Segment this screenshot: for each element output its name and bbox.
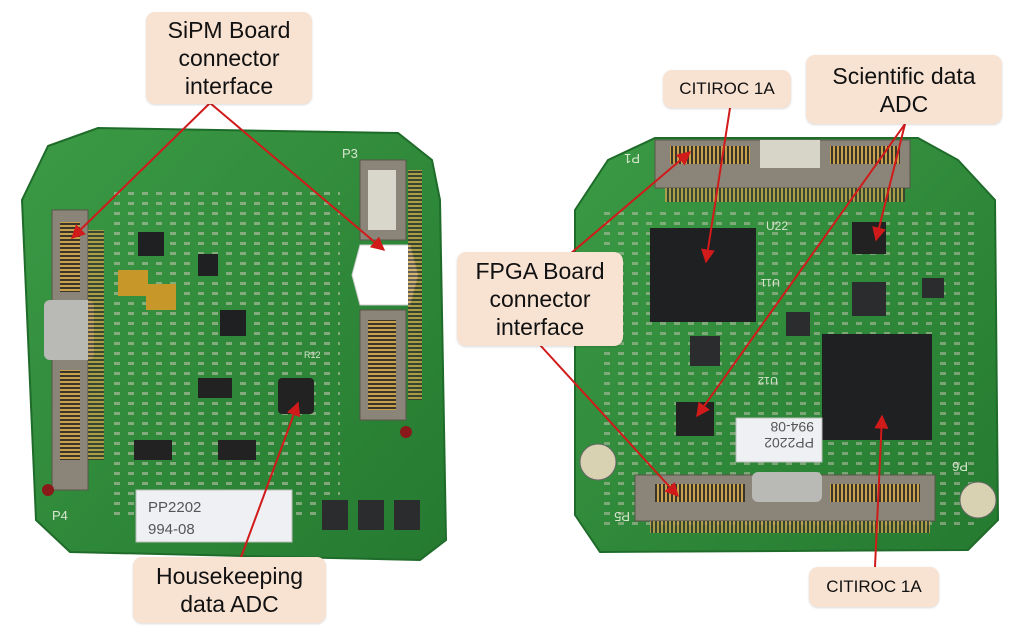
right-sticker-line1: PP2202 bbox=[764, 435, 814, 451]
silk-p4: P4 bbox=[52, 508, 68, 523]
housekeeping-adc-chip bbox=[278, 378, 314, 414]
scientific-adc-chip-2 bbox=[676, 402, 714, 436]
label-scientific-line2: ADC bbox=[879, 90, 929, 117]
label-housekeeping-line2: data ADC bbox=[180, 591, 279, 617]
silk-p1: P1 bbox=[624, 151, 640, 166]
arrow-fpga-bottom bbox=[539, 344, 679, 498]
silk-p6: P6 bbox=[952, 459, 968, 474]
arrow-citiroc-top bbox=[701, 107, 731, 264]
arrow-sipm-right bbox=[209, 102, 386, 251]
label-scientific-adc: Scientific data ADC bbox=[806, 55, 1002, 124]
left-connector-p4 bbox=[44, 209, 104, 491]
label-housekeeping-adc: Housekeeping data ADC bbox=[133, 557, 326, 623]
silk-r12: R12 bbox=[304, 350, 321, 360]
label-citiroc-bottom-text: CITIROC 1A bbox=[826, 577, 922, 596]
label-fpga-connector: FPGA Board connector interface bbox=[457, 252, 623, 346]
right-sticker-line2: 994-08 bbox=[770, 419, 814, 435]
callout-arrows bbox=[70, 102, 906, 568]
label-citiroc-bottom: CITIROC 1A bbox=[809, 567, 939, 607]
silk-u11: U11 bbox=[761, 276, 780, 288]
silk-p5: P5 bbox=[614, 509, 630, 524]
label-citiroc-top-text: CITIROC 1A bbox=[679, 79, 775, 98]
scientific-adc-chip-1 bbox=[852, 222, 886, 254]
label-sipm-line3: interface bbox=[184, 73, 274, 99]
label-sipm-line1: SiPM Board bbox=[167, 17, 291, 43]
arrow-housekeeping bbox=[239, 401, 301, 561]
left-sticker-line1: PP2202 bbox=[148, 499, 201, 516]
left-connector-p3 bbox=[351, 159, 422, 421]
label-fpga-line3: interface bbox=[495, 314, 585, 340]
label-sipm-connector: SiPM Board connector interface bbox=[146, 12, 312, 104]
label-fpga-line1: FPGA Board bbox=[475, 258, 605, 284]
citiroc-chip-bottom bbox=[822, 334, 932, 440]
arrow-sipm-left bbox=[70, 102, 211, 239]
label-sipm-line2: connector bbox=[178, 45, 280, 71]
label-citiroc-top: CITIROC 1A bbox=[663, 70, 791, 108]
left-sticker-line2: 994-08 bbox=[148, 521, 195, 538]
right-connector-p1 bbox=[654, 139, 911, 202]
arrow-scientific-1 bbox=[872, 123, 906, 242]
arrow-scientific-2 bbox=[696, 123, 906, 418]
left-pcb-board: PP2202 994-08 P3 P4 R12 bbox=[20, 126, 448, 562]
label-fpga-line2: connector bbox=[489, 286, 591, 312]
arrow-fpga-top bbox=[562, 151, 692, 261]
label-scientific-line1: Scientific data bbox=[832, 62, 976, 89]
right-pcb-board: PP2202 994-08 P1 P5 P6 U22 U11 U12 bbox=[574, 137, 1000, 554]
right-connector-p5 bbox=[634, 472, 936, 533]
citiroc-chip-top bbox=[650, 228, 756, 322]
silk-u12: U12 bbox=[758, 374, 778, 386]
silk-u22: U22 bbox=[766, 219, 788, 233]
left-board-sticker bbox=[135, 489, 293, 543]
label-housekeeping-line1: Housekeeping bbox=[155, 563, 304, 589]
arrow-citiroc-bottom bbox=[874, 414, 889, 568]
silk-p3: P3 bbox=[342, 146, 358, 161]
right-board-sticker bbox=[735, 417, 823, 463]
